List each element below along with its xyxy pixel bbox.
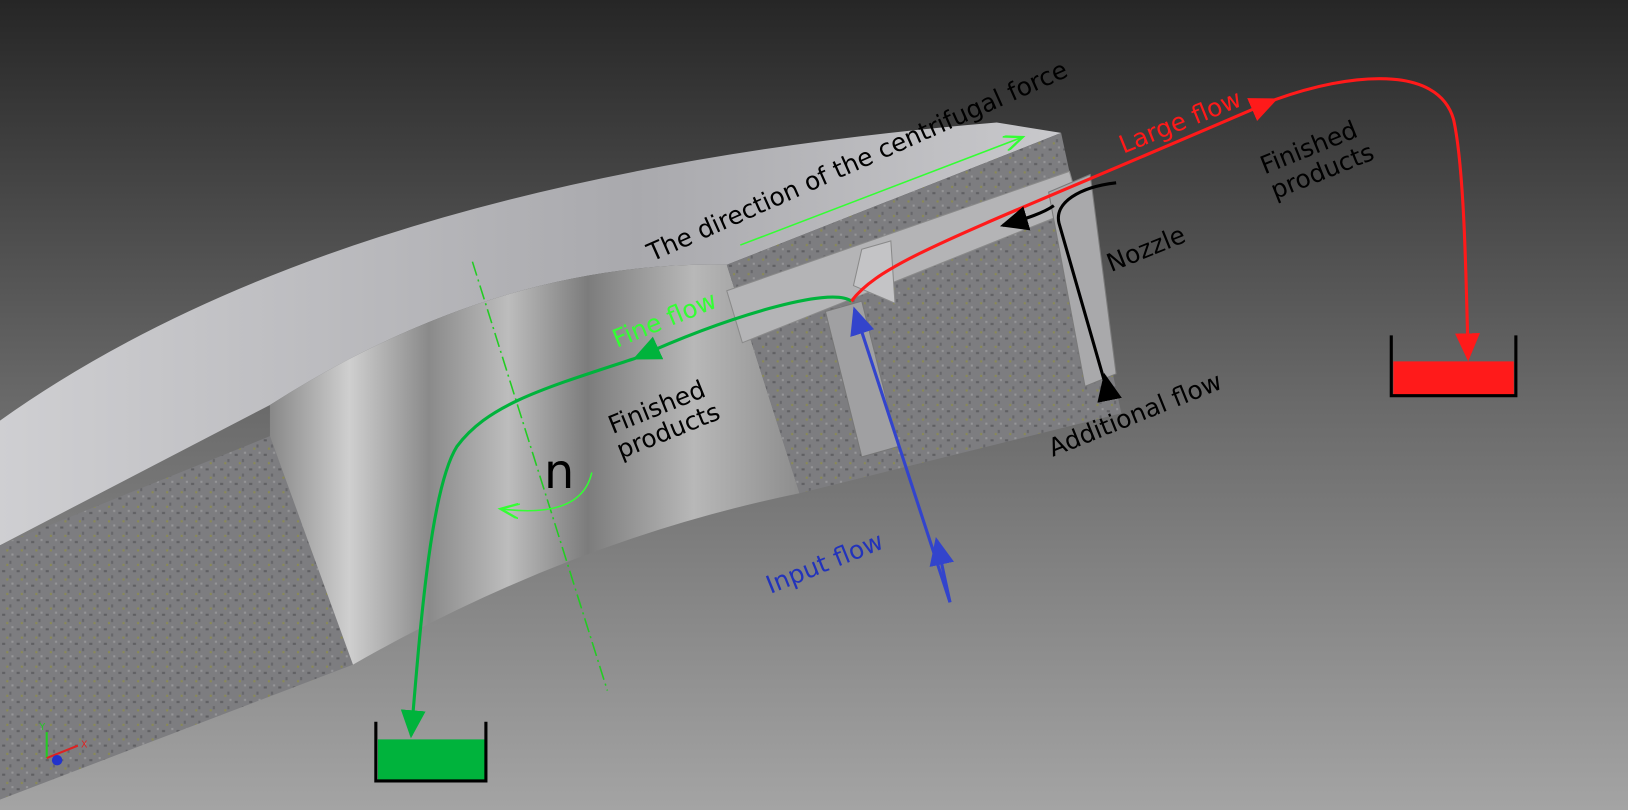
- input-flow-mid-arrow: [929, 536, 954, 603]
- additional-flow-up-arrow: [1097, 372, 1122, 403]
- disk-top-face: [0, 122, 1062, 546]
- additional-flow-arrow: [1056, 181, 1117, 398]
- disk-inner-wall: [269, 264, 800, 665]
- axis-x-label: X: [81, 740, 88, 751]
- centrifugal-arrow: [740, 137, 1022, 246]
- axis-y-label: Y: [38, 722, 45, 733]
- axis-triad: Y X: [38, 722, 88, 766]
- additional-flow-branch: [999, 204, 1055, 231]
- rotation-axis: [471, 261, 609, 691]
- large-flow-arrow: [850, 98, 1278, 303]
- fine-flow-arrow: [632, 295, 853, 360]
- fine-flow-to-container: [400, 356, 636, 739]
- rotation-arc: [500, 472, 593, 511]
- rotation-speed-label: n: [544, 445, 574, 500]
- disk-outer-wall: [0, 436, 354, 800]
- large-flow-to-container: [1274, 77, 1480, 362]
- large-products-container: [1389, 335, 1518, 398]
- fine-products-container: [374, 721, 488, 783]
